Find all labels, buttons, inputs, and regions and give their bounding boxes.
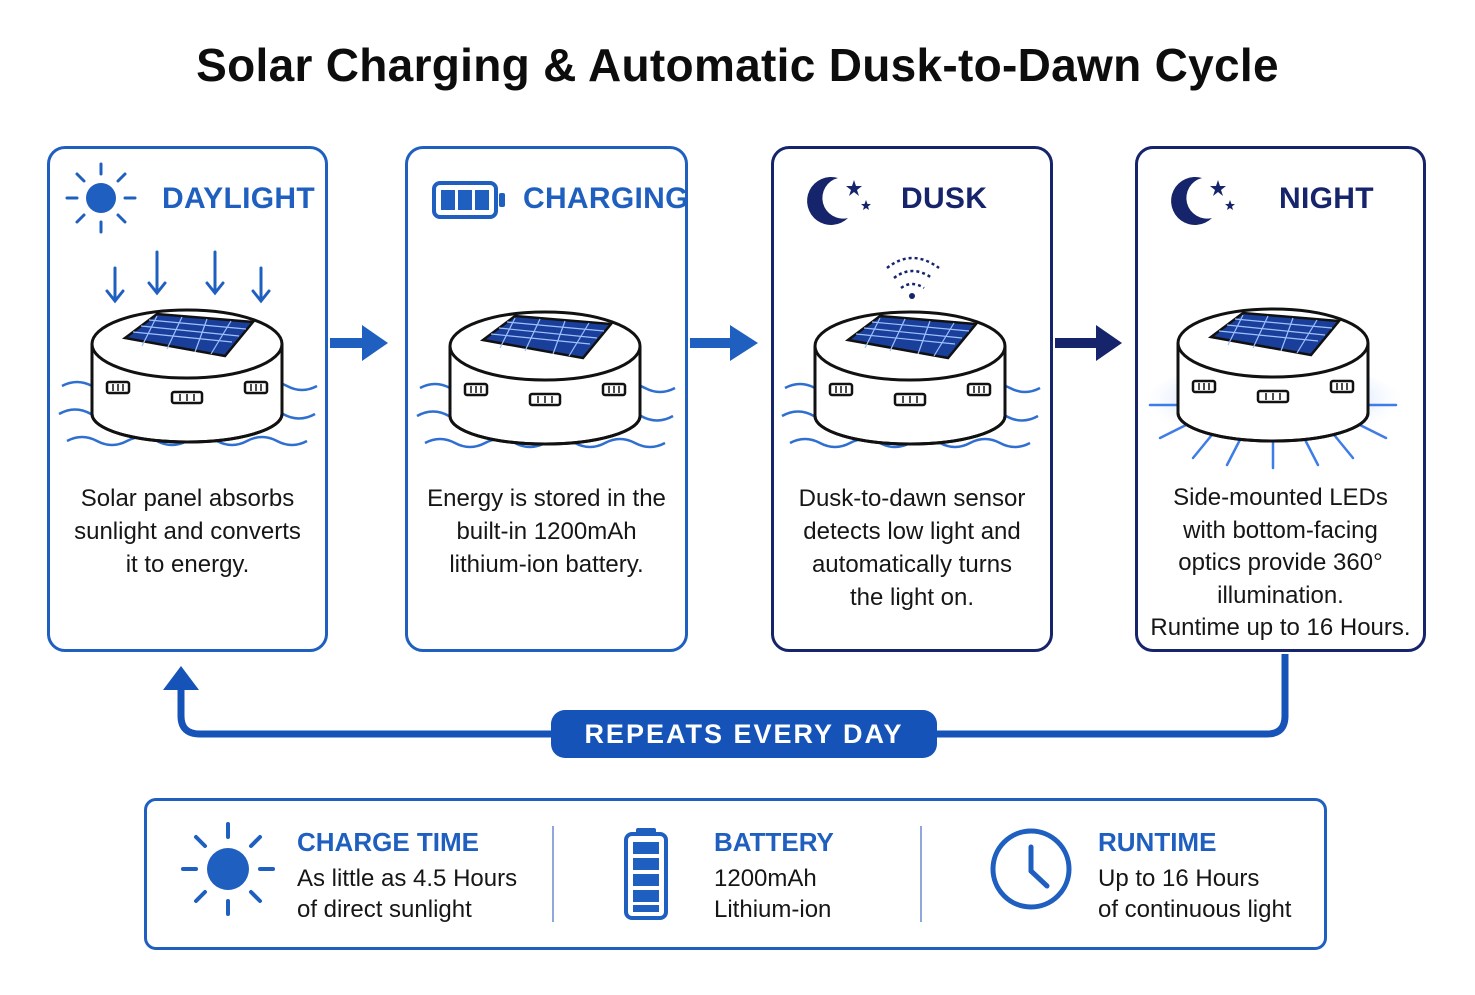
stage-text-line: automatically turns	[811, 551, 1013, 578]
summary-heading-battery: BATTERY	[714, 827, 834, 857]
battery-icon	[432, 181, 505, 219]
summary-line: Lithium-ion	[714, 896, 832, 923]
arrow-right-icon	[690, 325, 758, 361]
stage-text-line: detects low light and	[803, 518, 1021, 545]
stage-text-line: sunlight and converts	[74, 518, 301, 545]
stage-text-line: illumination.	[1217, 581, 1344, 609]
stage-text-line: it to energy.	[125, 551, 250, 578]
stage-text-line: Energy is stored in the	[427, 485, 666, 512]
stage-text-line: Side-mounted LEDs	[1173, 484, 1388, 511]
summary-heading-runtime: RUNTIME	[1098, 827, 1217, 857]
stage-text-dusk: Dusk-to-dawn sensor detects low light an…	[774, 482, 1050, 614]
loop-arrow-head	[163, 666, 199, 690]
summary-line: Up to 16 Hours	[1098, 865, 1260, 892]
stage-text-line: Runtime up to 16 Hours.	[1150, 614, 1411, 641]
summary-line: of direct sunlight	[297, 896, 472, 923]
sun-icon	[65, 162, 137, 234]
summary-line: 1200mAh	[714, 865, 817, 892]
stage-text-line: Solar panel absorbs	[80, 485, 295, 512]
summary-heading-charge-time: CHARGE TIME	[297, 827, 479, 857]
stage-text-line: Dusk-to-dawn sensor	[798, 485, 1026, 512]
sun-icon	[181, 822, 275, 916]
stage-title-daylight: DAYLIGHT	[162, 182, 315, 215]
arrow-right-icon	[330, 325, 388, 361]
stage-text-charging: Energy is stored in the built-in 1200mAh…	[408, 482, 685, 581]
sunlight-arrows-icon	[105, 250, 271, 304]
summary-line: As little as 4.5 Hours	[297, 865, 518, 892]
stage-text-line: lithium-ion battery.	[449, 551, 644, 578]
summary-panel	[144, 798, 1327, 950]
sensor-signal-icon	[886, 256, 940, 290]
stage-text-night: Side-mounted LEDs with bottom-facing opt…	[1138, 482, 1423, 645]
stage-title-charging: CHARGING	[523, 182, 689, 215]
stage-text-line: with bottom-facing	[1183, 516, 1378, 544]
sensor-dot	[909, 293, 915, 299]
clock-icon	[990, 828, 1072, 910]
repeats-every-day-badge: REPEATS EVERY DAY	[551, 710, 937, 758]
stage-title-night: NIGHT	[1279, 182, 1374, 215]
stage-title-dusk: DUSK	[901, 182, 988, 215]
arrow-right-icon	[1055, 325, 1122, 361]
page-title: Solar Charging & Automatic Dusk-to-Dawn …	[196, 39, 1279, 91]
stage-text-daylight: Solar panel absorbs sunlight and convert…	[50, 482, 325, 581]
stage-text-line: optics provide 360°	[1178, 549, 1383, 576]
stage-text-line: the light on.	[849, 584, 975, 611]
stage-text-line: built-in 1200mAh	[456, 518, 637, 545]
summary-line: of continuous light	[1098, 896, 1292, 923]
battery-icon	[624, 828, 668, 920]
